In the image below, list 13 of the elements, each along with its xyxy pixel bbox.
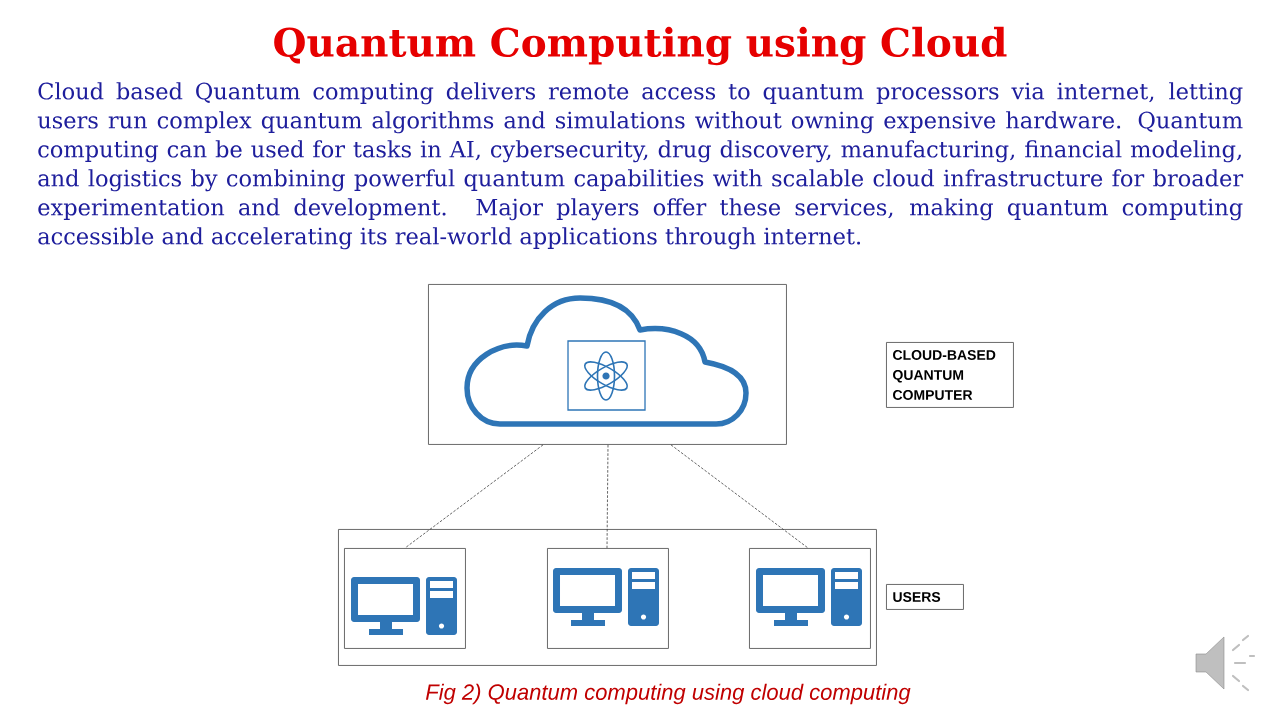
caption: Fig 2) Quantum computing using cloud computing: [425, 683, 911, 705]
label-box: CLOUD-BASED QUANTUM COMPUTER: [886, 342, 1014, 408]
label-box: USERS: [886, 584, 964, 610]
title: Quantum Computing using Cloud: [274, 26, 1007, 66]
frame-box: [547, 548, 669, 649]
frame-box: [428, 284, 787, 445]
connector-line: [606, 444, 609, 549]
frame-box: [749, 548, 871, 649]
group-box: [338, 529, 877, 666]
connector-line: [670, 444, 809, 549]
frame-box: [344, 548, 466, 649]
paragraph: Cloud based Quantum computing delivers remote access to quantum processors via internet, letting users run complex quantum algorithms and simulations without owning expensive hardware. Quantum computing can be used for tasks in AI, cybersecurity, drug discovery, manufacturing, financial modeling, and logistics by combining powerful quantum capabilities with scalable cloud infrastructure for broader experimentation and development. Major players offer these services, making quantum computing accessible and accelerating its real-world applications through internet.: [37, 82, 1244, 250]
connector-line: [404, 444, 544, 549]
